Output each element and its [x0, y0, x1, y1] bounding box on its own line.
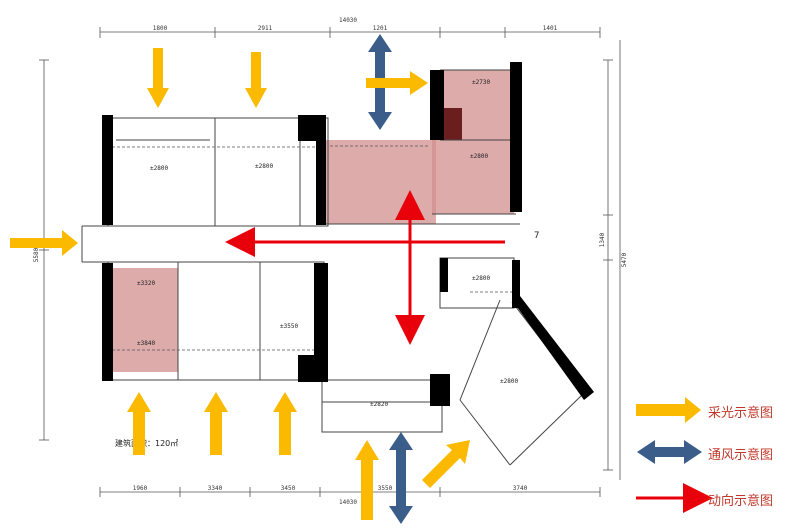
room-label-9: ±2800	[500, 378, 518, 385]
area-note: 建筑面积：120㎡	[115, 438, 178, 448]
room-label-1: ±2800	[150, 165, 168, 172]
room-label-8: ±2800	[472, 275, 490, 282]
light-arrow-bottom-diagonal	[422, 440, 470, 488]
ventilation-arrows	[368, 34, 702, 524]
dim-bottom-seg-2: 3340	[208, 485, 223, 492]
dim-bottom-total: 14030	[339, 499, 357, 506]
dim-right-total: 5470	[621, 252, 628, 267]
dim-bottom-seg-5: 3740	[513, 485, 528, 492]
dim-top-seg-1: 1800	[153, 25, 168, 32]
legend-light-label: 采光示意图	[708, 406, 774, 421]
dim-top-seg-2: 2911	[258, 25, 273, 32]
vent-arrow-bottom	[389, 432, 413, 524]
room-label-3: ±2730	[472, 79, 490, 86]
light-arrow-bottom-1	[127, 392, 151, 455]
light-arrow-bottom-3	[273, 392, 297, 455]
dim-right-mid: 1340	[599, 232, 606, 247]
dimension-lines	[39, 27, 621, 497]
legend-vent-arrow	[637, 440, 702, 464]
dim-bottom-seg-1: 1960	[133, 485, 148, 492]
highlight-zones	[112, 70, 514, 372]
circulation-arrows	[225, 190, 505, 345]
dim-left-total: 5580	[33, 247, 40, 262]
room-label-10: ±2820	[370, 401, 388, 408]
light-arrow-bottom-4	[355, 440, 379, 520]
room-label-5: ±3320	[137, 280, 155, 287]
room-label-7: ±3550	[280, 323, 298, 330]
dim-top-seg-3: 1201	[373, 25, 388, 32]
light-arrow-bottom-2	[204, 392, 228, 455]
legend-ventilation-label: 通风示意图	[708, 448, 774, 463]
room-labels: ±2800 ±2800 ±2730 ±2800 ±3320 ±3840 ±355…	[115, 79, 539, 448]
room-label-2: ±2800	[255, 163, 273, 170]
entry-marker: 7	[534, 231, 539, 241]
dimension-texts: 14030 1800 2911 1201 1401 14030 1960 334…	[33, 17, 628, 506]
light-arrows	[10, 48, 701, 520]
room-label-6: ±3840	[137, 340, 155, 347]
light-arrow-top-right	[366, 71, 428, 95]
legend-light-arrow	[636, 397, 701, 423]
dim-bottom-seg-4: 3550	[378, 485, 393, 492]
dim-bottom-seg-3: 3450	[281, 485, 296, 492]
structural-walls	[102, 62, 594, 406]
legend-circulation-label: 动向示意图	[708, 494, 774, 509]
light-arrow-left	[10, 230, 78, 256]
living-zone	[326, 140, 436, 224]
light-arrow-top-1	[147, 48, 169, 108]
dim-top-total: 14030	[339, 17, 357, 24]
dark-corner-block	[442, 108, 462, 140]
north-room-lower	[432, 140, 514, 214]
light-arrow-top-2	[245, 52, 267, 108]
dim-top-seg-4: 1401	[543, 25, 558, 32]
room-label-4: ±2800	[470, 153, 488, 160]
south-west-room	[112, 268, 178, 372]
dashed-lines	[112, 145, 512, 351]
